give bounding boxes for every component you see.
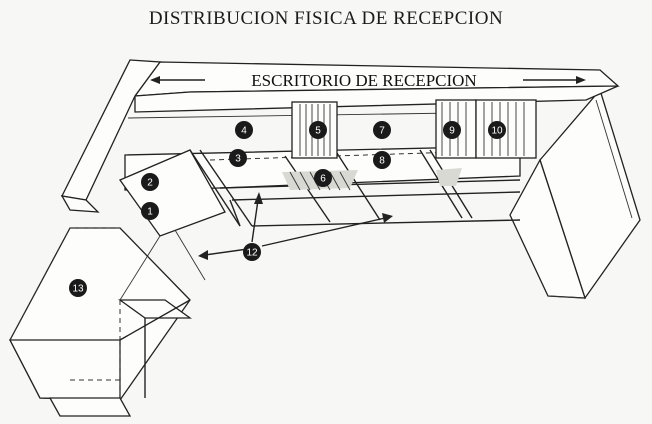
right-end-cabinet: [509, 88, 641, 300]
callout-badge: [443, 121, 461, 139]
callout-number: 1: [147, 207, 153, 218]
callout-number: 5: [315, 126, 321, 137]
callout-number: 13: [72, 284, 84, 295]
callout-1: 1: [141, 202, 159, 220]
callout-badge: [69, 279, 87, 297]
callout-5: 5: [309, 121, 327, 139]
callout-6: 6: [314, 169, 332, 187]
callout-badge: [229, 149, 247, 167]
callout-9: 9: [443, 121, 461, 139]
callout-badge: [314, 169, 332, 187]
callout-number: 3: [235, 154, 241, 165]
callout-badge: [141, 202, 159, 220]
callout-4: 4: [235, 121, 253, 139]
callout-number: 9: [449, 126, 455, 137]
upper-bays: [124, 99, 537, 227]
left-cabinet: [8, 149, 226, 417]
desk-label-arrow: [150, 76, 586, 84]
callout-badge: [373, 121, 391, 139]
callout-13: 13: [69, 279, 87, 297]
callout-badge: [235, 121, 253, 139]
left-counter-top: [60, 59, 162, 213]
callout-badge: [373, 151, 391, 169]
callout-badge: [309, 121, 327, 139]
callout-2: 2: [141, 173, 159, 191]
callout-badge: [141, 173, 159, 191]
callout-12-pointers: [198, 192, 393, 260]
callout-number: 8: [379, 156, 385, 167]
diagram-title: DISTRIBUCION FISICA DE RECEPCION: [148, 8, 504, 29]
callout-number: 4: [241, 126, 247, 137]
callout-3: 3: [229, 149, 247, 167]
callout-badges: 4 5 7 9 10 3 8 6 2 1 12 13: [69, 121, 506, 297]
callout-badge: [488, 121, 506, 139]
callout-badge: [243, 243, 261, 261]
callout-number: 2: [147, 178, 153, 189]
callout-8: 8: [373, 151, 391, 169]
callout-number: 12: [246, 248, 258, 259]
desk-label: ESCRITORIO DE RECEPCION: [251, 71, 476, 90]
callout-10: 10: [488, 121, 506, 139]
callout-number: 7: [379, 126, 385, 137]
callout-12: 12: [243, 243, 261, 261]
callout-number: 6: [320, 174, 326, 185]
callout-number: 10: [491, 126, 503, 137]
callout-7: 7: [373, 121, 391, 139]
